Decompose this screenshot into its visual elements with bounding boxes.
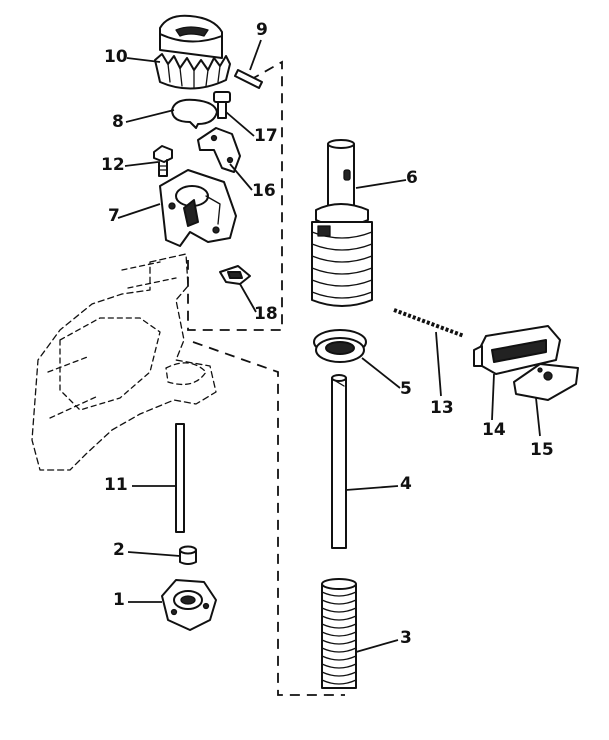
part-6-worm-shaft xyxy=(311,139,373,307)
part-label-12: 12 xyxy=(101,155,125,175)
part-label-17: 17 xyxy=(254,126,278,146)
part-label-1: 1 xyxy=(113,590,125,610)
leader-lines xyxy=(117,39,541,653)
part-17-screw xyxy=(213,91,231,119)
part-15-plate xyxy=(513,363,579,401)
part-label-6: 6 xyxy=(406,168,418,188)
part-2-bushing xyxy=(179,545,197,565)
part-14-knob xyxy=(473,325,561,375)
part-label-5: 5 xyxy=(400,379,412,399)
part-9-pin xyxy=(234,69,263,89)
part-label-2: 2 xyxy=(113,540,125,560)
part-label-4: 4 xyxy=(400,474,412,494)
part-label-3: 3 xyxy=(400,628,412,648)
part-label-16: 16 xyxy=(252,181,276,201)
part-label-10: 10 xyxy=(104,47,128,67)
part-8-retaining-ring xyxy=(171,98,218,129)
part-5-washer xyxy=(313,329,367,363)
assembly-guide-lines xyxy=(187,60,345,696)
part-7-housing-cover xyxy=(159,169,237,247)
part-3-spring xyxy=(321,578,357,689)
part-1-bearing-housing xyxy=(161,579,217,631)
part-12-bolt xyxy=(153,145,173,177)
phantom-housing-outline xyxy=(31,253,217,471)
part-label-11: 11 xyxy=(104,475,128,495)
part-18-clip xyxy=(219,265,251,285)
part-label-13: 13 xyxy=(430,398,454,418)
part-label-8: 8 xyxy=(112,112,124,132)
part-11-rod xyxy=(175,423,185,533)
part-13-cord xyxy=(393,308,465,338)
part-10-gear xyxy=(154,14,231,90)
part-label-14: 14 xyxy=(482,420,506,440)
part-label-9: 9 xyxy=(256,20,268,40)
part-16-bracket xyxy=(197,127,241,173)
part-label-7: 7 xyxy=(108,206,120,226)
part-label-18: 18 xyxy=(254,304,278,324)
part-label-15: 15 xyxy=(530,440,554,460)
part-4-shaft xyxy=(331,374,347,549)
